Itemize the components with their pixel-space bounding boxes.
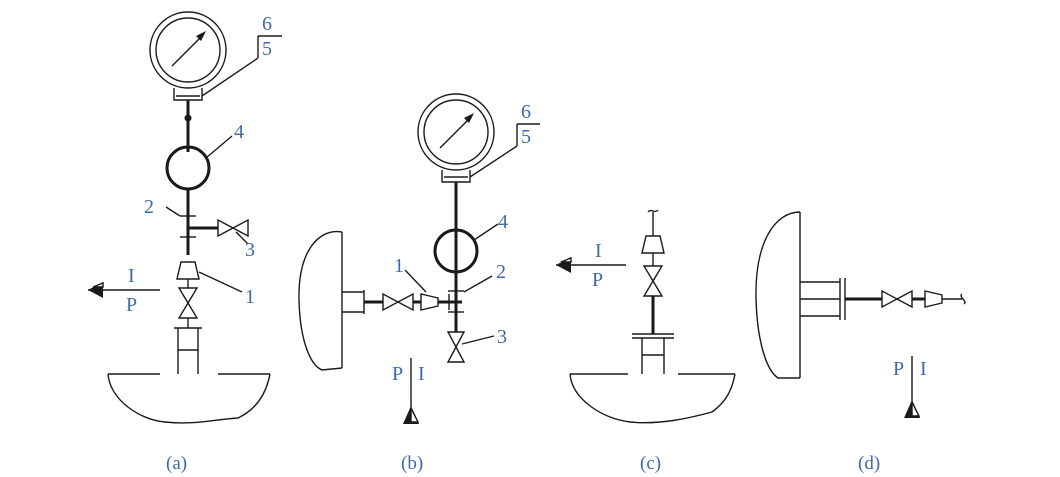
label-3: 3 [245,239,255,261]
caption-c: (c) [640,453,661,474]
panel-c: I P (c) [556,209,736,474]
pressure-gauge-icon-b [417,93,495,171]
caption-a: (a) [166,453,187,474]
flow-label-i-d: I [920,358,927,380]
label-4: 4 [234,121,244,143]
panel-b: 1 2 3 4 6 5 P [298,93,540,474]
label-2-b: 2 [496,261,506,283]
label-6: 6 [262,13,272,35]
flow-label-i-c: I [595,240,602,262]
label-2: 2 [144,196,154,218]
vessel-a [107,373,271,424]
panel-d: P I (d) [755,211,966,474]
label-6-b: 6 [521,101,531,123]
flow-label-p-c: P [592,269,603,291]
flow-label-i: I [128,265,135,287]
flow-label-i-b: I [418,363,425,385]
label-3-b: 3 [497,326,507,348]
siphon-ring [165,145,211,191]
panel-a: 6 5 4 2 3 1 I [88,11,282,474]
caption-d: (d) [858,453,880,474]
flow-label-p: P [126,294,137,316]
label-4-b: 4 [498,211,508,233]
vessel-c [569,373,736,424]
vessel-b [298,230,343,371]
flow-label-p-d: P [893,358,904,380]
flow-label-p-b: P [392,363,403,385]
vessel-d [755,211,801,379]
label-1-b: 1 [394,255,404,277]
label-5-b: 5 [521,126,531,148]
pressure-gauge-icon [149,11,227,89]
caption-b: (b) [401,453,423,474]
label-5: 5 [262,38,272,60]
label-1: 1 [245,286,255,308]
